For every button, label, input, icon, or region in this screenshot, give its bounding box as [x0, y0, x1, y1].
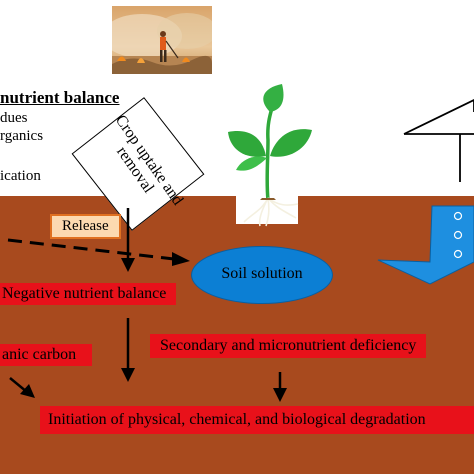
- house-outline-icon: [403, 98, 474, 182]
- plant-icon: [228, 84, 312, 227]
- field-burning-photo: [112, 6, 212, 74]
- soil-solution-ellipse: [191, 246, 333, 304]
- release-box: Release: [50, 214, 121, 239]
- legend-line-residues: dues: [0, 110, 28, 126]
- legend-line-organics: rganics: [0, 128, 44, 144]
- crop-down-arrow: [121, 208, 135, 272]
- release-dashed-arrow: [7, 238, 190, 266]
- degradation-box: Initiation of physical, chemical, and bi…: [40, 406, 474, 434]
- water-tank-icon: [377, 205, 474, 285]
- legend-line-application: ication: [0, 168, 41, 184]
- negative-balance-box: Negative nutrient balance: [0, 283, 177, 305]
- soil-solution-label: Soil solution: [221, 265, 303, 282]
- organic-carbon-box: anic carbon: [0, 344, 93, 366]
- secondary-deficiency-box: Secondary and micronutrient deficiency: [150, 334, 427, 358]
- organic-carbon-diagonal-arrow: [9, 377, 35, 398]
- legend-title: nutrient balance: [0, 88, 120, 107]
- negative-balance-down-arrow: [121, 318, 135, 382]
- deficiency-down-arrow: [273, 372, 287, 402]
